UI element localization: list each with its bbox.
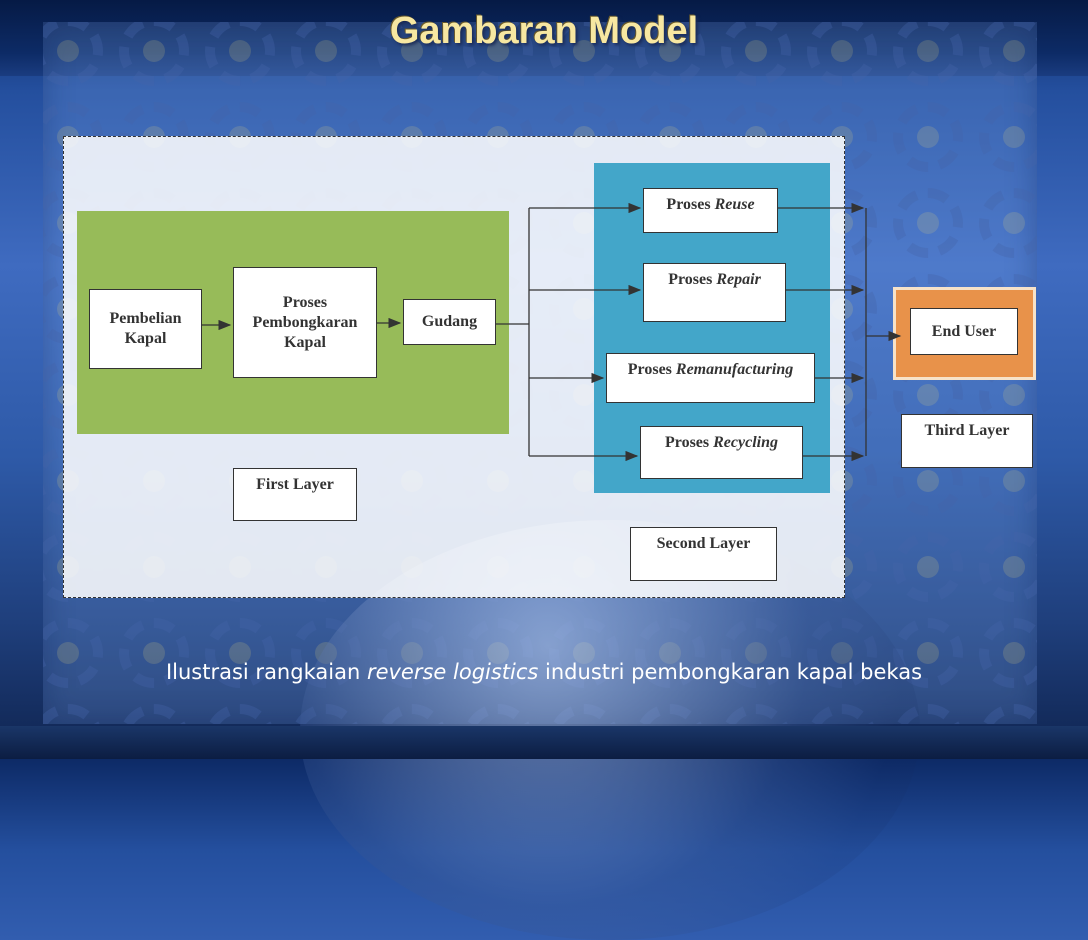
gear-icon	[119, 618, 189, 688]
box-label-prefix: Proses	[668, 271, 717, 288]
label-third-layer: Third Layer	[901, 414, 1033, 468]
gear-icon	[205, 22, 275, 86]
gear-icon	[979, 102, 1037, 172]
caption-emphasis: reverse logistics	[366, 660, 539, 684]
box-label-emphasis: Repair	[716, 271, 761, 288]
gear-icon	[721, 22, 791, 86]
gear-icon	[291, 22, 361, 86]
gear-icon	[119, 22, 189, 86]
layer-label: Second Layer	[656, 535, 751, 552]
box-proses-remanufacturing: Proses Remanufacturing	[606, 353, 815, 403]
box-label-prefix: Proses	[666, 196, 715, 213]
gear-icon	[893, 188, 963, 258]
layer-label: Third Layer	[924, 422, 1010, 439]
gear-icon	[979, 188, 1037, 258]
gear-icon	[807, 22, 877, 86]
gear-icon	[377, 22, 447, 86]
label-second-layer: Second Layer	[630, 527, 777, 581]
box-proses-reuse: Proses Reuse	[643, 188, 778, 233]
slide-title: Gambaran Model	[389, 10, 699, 52]
gear-icon	[463, 22, 533, 86]
box-label-prefix: Proses	[282, 293, 328, 311]
box-label-emphasis: Reuse	[714, 196, 755, 213]
gear-icon	[43, 22, 103, 86]
footer-bar	[0, 726, 1088, 759]
box-label-emphasis: Recycling	[713, 434, 778, 451]
gear-icon	[893, 22, 963, 86]
label-first-layer: First Layer	[233, 468, 357, 521]
layer-label: First Layer	[256, 476, 334, 493]
gear-icon	[205, 618, 275, 688]
gear-icon	[979, 532, 1037, 602]
gear-icon	[893, 532, 963, 602]
box-gudang: Gudang	[403, 299, 496, 345]
box-proses-recycling: Proses Recycling	[640, 426, 803, 479]
gear-icon	[635, 22, 705, 86]
box-proses-repair: Proses Repair	[643, 263, 786, 322]
gear-icon	[549, 22, 619, 86]
box-pembelian-kapal: Pembelian Kapal	[89, 289, 202, 369]
box-end-user: End User	[910, 308, 1018, 355]
gear-icon	[979, 22, 1037, 86]
caption-text: Ilustrasi rangkaian	[165, 660, 367, 684]
box-proses-pembongkaran: Proses Pembongkaran Kapal	[233, 267, 377, 378]
connector-arrows	[202, 202, 902, 462]
slide-caption: Ilustrasi rangkaian reverse logistics in…	[0, 660, 1088, 684]
gear-icon	[979, 618, 1037, 688]
gear-icon	[43, 618, 103, 688]
box-label-prefix: Proses	[627, 361, 676, 378]
box-label-prefix: Proses	[664, 434, 714, 451]
box-label: End User	[931, 322, 997, 340]
box-label: Pembongkaran Kapal	[252, 313, 358, 351]
box-label: Pembelian Kapal	[109, 310, 182, 347]
box-label-emphasis: Remanufacturing	[675, 361, 794, 378]
gear-icon	[893, 102, 963, 172]
box-label: Gudang	[421, 313, 478, 330]
caption-text-end: industri pembongkaran kapal bekas	[538, 660, 923, 684]
